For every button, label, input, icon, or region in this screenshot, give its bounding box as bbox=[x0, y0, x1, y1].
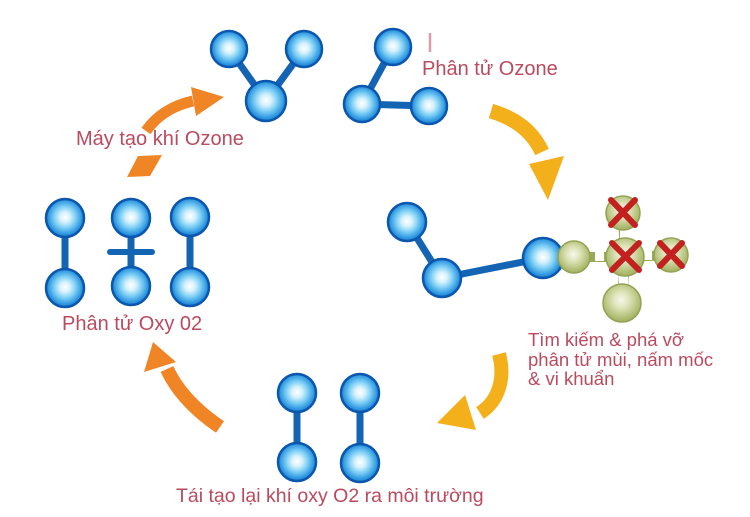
released-oxygen-1 bbox=[276, 372, 318, 483]
label-attack: Tìm kiếm & phá vỡ phân tử mùi, nấm mốc &… bbox=[528, 330, 713, 389]
arrow-generator-to-ozone bbox=[127, 87, 224, 177]
label-oxygen-molecule: Phân tử Oxy 02 bbox=[62, 313, 203, 335]
released-oxygen-2 bbox=[339, 372, 381, 484]
x-mark bbox=[609, 240, 642, 273]
label-attack-line3: & vi khuẩn bbox=[528, 368, 615, 389]
arrow-oxygen-release bbox=[144, 342, 224, 433]
ozone-attack-molecule bbox=[386, 201, 565, 299]
label-ozone-molecule: Phân tử Ozone bbox=[422, 58, 558, 80]
x-mark bbox=[608, 197, 638, 228]
ozone-molecule-b bbox=[342, 27, 449, 126]
contaminant-molecule bbox=[557, 195, 689, 323]
oxygen-molecule-3 bbox=[169, 196, 211, 308]
label-generator: Máy tạo khí Ozone bbox=[76, 128, 244, 150]
arrow-contaminant-to-oxygen bbox=[437, 352, 509, 430]
arrow-ozone-to-contaminant bbox=[488, 103, 564, 200]
label-attack-line2: phân tử mùi, nấm mốc bbox=[528, 348, 714, 370]
x-mark bbox=[657, 240, 685, 269]
oxygen-molecule-1 bbox=[44, 197, 86, 309]
label-attack-line1: Tìm kiếm & phá vỡ bbox=[528, 329, 685, 350]
ozone-molecule-a bbox=[209, 29, 324, 123]
oxygen-molecule-2 bbox=[107, 197, 155, 307]
label-release: Tái tạo lại khí oxy O2 ra môi trường bbox=[176, 485, 484, 507]
